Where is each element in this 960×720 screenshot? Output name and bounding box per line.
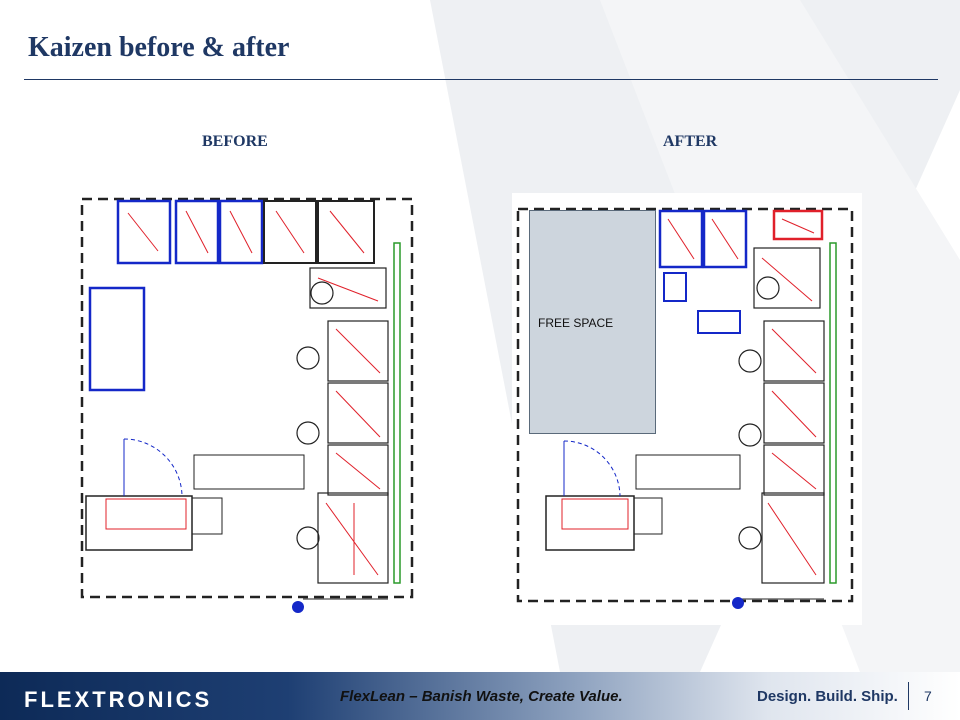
free-space-area: FREE SPACE (529, 210, 656, 434)
footer-divider (908, 682, 909, 710)
free-space-label: FREE SPACE (538, 316, 614, 330)
before-heading: BEFORE (202, 133, 268, 150)
title-underline (24, 79, 938, 80)
company-logo: FLEXTRONICS (24, 687, 213, 712)
before-floor-plan (78, 193, 420, 623)
footer-tagline: FlexLean – Banish Waste, Create Value. (340, 688, 623, 705)
after-heading: AFTER (663, 133, 718, 150)
footer-bar: FLEXTRONICS FlexLean – Banish Waste, Cre… (0, 672, 960, 720)
page-number: 7 (924, 688, 932, 704)
footer-slogan: Design. Build. Ship. (757, 688, 898, 705)
page-title: Kaizen before & after (28, 32, 290, 63)
